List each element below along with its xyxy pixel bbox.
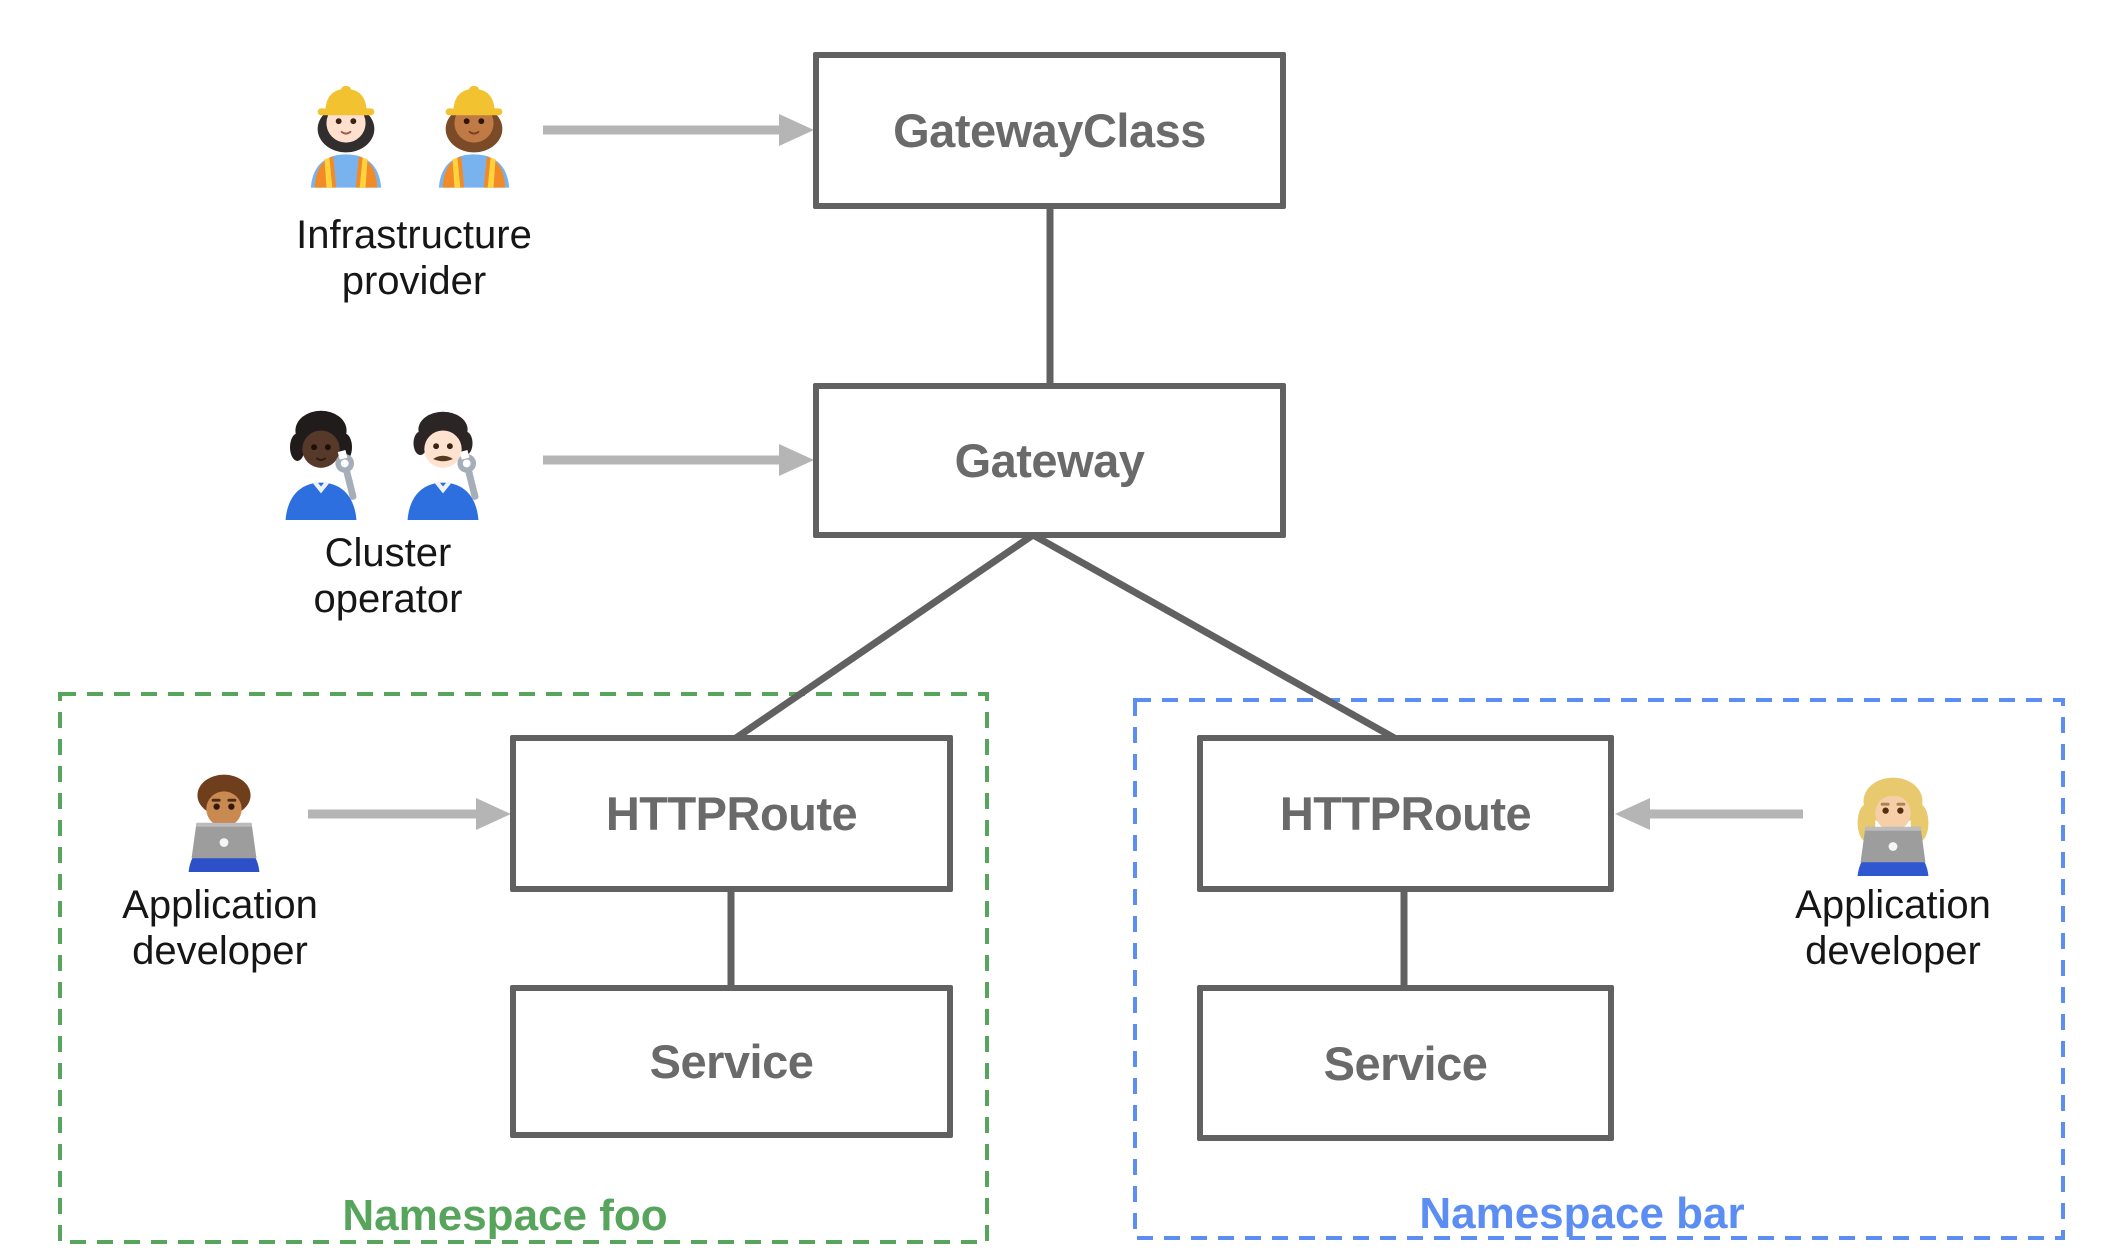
wrench-icon — [335, 450, 357, 500]
namespace-bar-region — [1133, 698, 2065, 1240]
cluster-operator-figures — [276, 398, 488, 520]
arrow-cluster-operator-to-gateway — [543, 444, 814, 476]
service-foo-node: Service — [510, 985, 953, 1138]
infrastructure-provider-figures — [303, 66, 517, 188]
infrastructure-provider-label-line2: provider — [341, 259, 487, 303]
app-developer-bar-label-line1: Application — [1795, 883, 1991, 927]
cluster-operator-label-line2: operator — [313, 577, 463, 621]
httproute-bar-node: HTTPRoute — [1197, 735, 1614, 892]
namespace-bar-label: Namespace bar — [1419, 1189, 1745, 1238]
arrow-app-developer-to-httproute-foo — [308, 798, 511, 830]
namespace-foo-region — [58, 692, 989, 1244]
app-developer-foo-label-line2: developer — [132, 929, 308, 973]
namespace-foo-label: Namespace foo — [342, 1191, 668, 1240]
wrench-icon — [457, 450, 479, 500]
infrastructure-provider-label-line1: Infrastructure — [296, 213, 532, 257]
httproute-foo-node: HTTPRoute — [510, 735, 953, 892]
arrow-infra-provider-to-gatewayclass — [543, 114, 814, 146]
mechanic-dark-emoji — [285, 410, 357, 520]
gateway-node: Gateway — [813, 383, 1286, 538]
infrastructure-provider-label: Infrastructure provider — [214, 212, 614, 304]
edge-gateway-httproute-foo — [731, 532, 1035, 743]
app-developer-foo-figure — [172, 752, 276, 872]
cluster-operator-label-line1: Cluster — [324, 531, 452, 575]
cluster-operator-label: Cluster operator — [188, 530, 588, 622]
app-developer-bar-label-line2: developer — [1805, 929, 1981, 973]
app-developer-bar-label: Application developer — [1693, 882, 2093, 974]
app-developer-foo-label-line1: Application — [122, 883, 318, 927]
woman-construction-worker-medium-emoji — [438, 85, 510, 188]
arrow-app-developer-to-httproute-bar — [1615, 798, 1803, 830]
woman-construction-worker-light-emoji — [310, 85, 382, 188]
edge-gateway-httproute-bar — [1031, 531, 1400, 744]
man-mechanic-light-emoji — [407, 411, 479, 520]
man-technologist-medium-emoji — [188, 774, 260, 872]
service-bar-node: Service — [1197, 985, 1614, 1141]
app-developer-bar-figure — [1841, 756, 1945, 876]
woman-technologist-light-emoji — [1857, 777, 1929, 876]
gatewayclass-node: GatewayClass — [813, 52, 1286, 209]
app-developer-foo-label: Application developer — [20, 882, 420, 974]
